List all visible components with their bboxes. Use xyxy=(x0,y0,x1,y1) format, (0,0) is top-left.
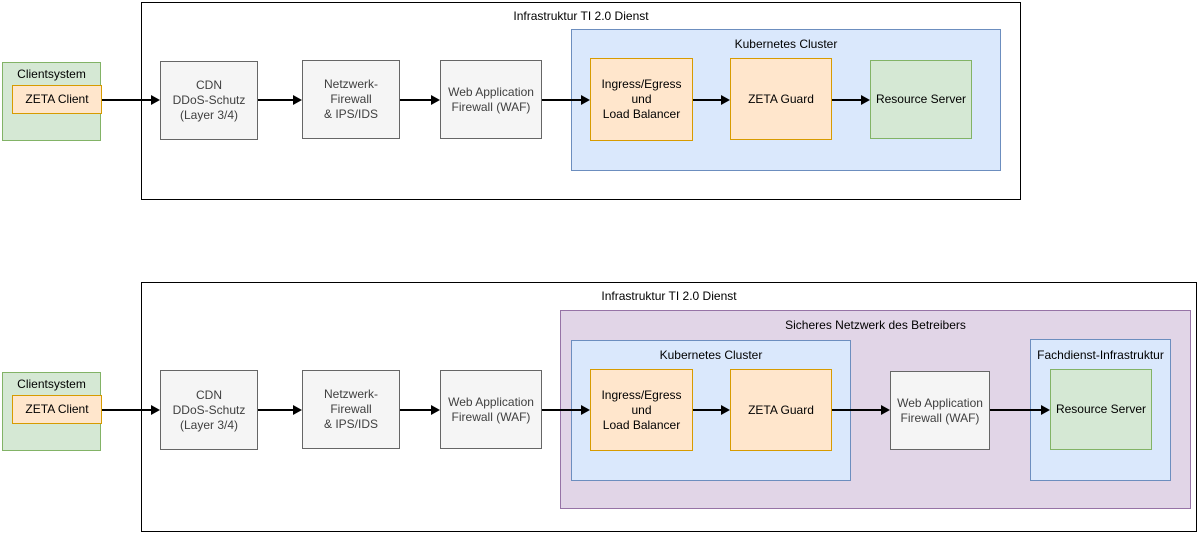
arrow-firewall-to-waf-top xyxy=(400,95,440,105)
arrow-guard-to-waf-bottom xyxy=(832,405,890,415)
arrow-ingress-to-guard-bottom xyxy=(693,405,730,415)
zeta-client-node-bottom: ZETA Client xyxy=(12,395,102,424)
cdn-ddos-node-top: CDN DDoS-Schutz (Layer 3/4) xyxy=(160,61,258,140)
fachdienst-infrastruktur-title: Fachdienst-Infrastruktur xyxy=(1037,348,1164,362)
arrow-firewall-to-waf-bottom xyxy=(400,405,440,415)
arrow-waf-to-resource-bottom xyxy=(990,405,1050,415)
clientsystem-label-top: Clientsystem xyxy=(17,67,86,81)
clientsystem-label-bottom: Clientsystem xyxy=(17,377,86,391)
arrow-waf-to-ingress-top xyxy=(542,95,590,105)
arrow-ingress-to-guard-top xyxy=(693,95,730,105)
arrow-client-to-cdn-bottom xyxy=(102,405,160,415)
resource-server-node-bottom: Resource Server xyxy=(1050,369,1152,450)
secure-network-title: Sicheres Netzwerk des Betreibers xyxy=(785,318,966,332)
waf-inner-node-bottom: Web Application Firewall (WAF) xyxy=(890,371,990,450)
kubernetes-cluster-title-top: Kubernetes Cluster xyxy=(734,37,838,51)
arrow-cdn-to-firewall-top xyxy=(258,95,302,105)
infrastruktur-title-top: Infrastruktur TI 2.0 Dienst xyxy=(513,9,649,23)
arrow-cdn-to-firewall-bottom xyxy=(258,405,302,415)
ingress-loadbalancer-node-bottom: Ingress/Egress und Load Balancer xyxy=(590,369,693,451)
network-firewall-node-top: Netzwerk-Firewall & IPS/IDS xyxy=(302,60,400,139)
arrow-waf-to-ingress-bottom xyxy=(542,405,590,415)
zeta-guard-node-bottom: ZETA Guard xyxy=(730,369,832,451)
cdn-ddos-node-bottom: CDN DDoS-Schutz (Layer 3/4) xyxy=(160,370,258,450)
arrow-guard-to-resource-top xyxy=(832,95,870,105)
zeta-guard-node-top: ZETA Guard xyxy=(730,58,832,140)
waf-node-top: Web Application Firewall (WAF) xyxy=(440,60,542,139)
network-firewall-node-bottom: Netzwerk-Firewall & IPS/IDS xyxy=(302,370,400,449)
arrow-client-to-cdn-top xyxy=(102,95,160,105)
resource-server-node-top: Resource Server xyxy=(870,60,972,139)
waf-outer-node-bottom: Web Application Firewall (WAF) xyxy=(440,370,542,449)
infrastruktur-title-bottom: Infrastruktur TI 2.0 Dienst xyxy=(601,289,737,303)
zeta-client-node-top: ZETA Client xyxy=(12,85,102,114)
kubernetes-cluster-title-bottom: Kubernetes Cluster xyxy=(659,348,763,362)
ingress-loadbalancer-node-top: Ingress/Egress und Load Balancer xyxy=(590,58,693,141)
